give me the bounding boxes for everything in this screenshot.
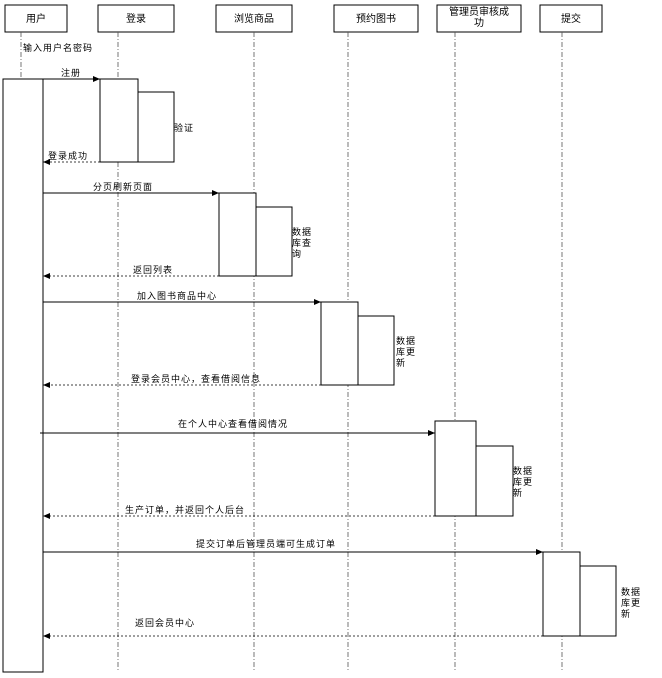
message-label-db-update-3: 数据 库更 新 [621,586,645,620]
participant-browse: 浏览商品 [215,4,293,33]
message-label-add-to-center: 加入图书商品中心 [137,290,217,302]
activation-reserve-self [357,315,395,386]
participant-admin: 管理员审核成功 [436,4,522,33]
message-label-db-update-2: 数据 库更 新 [513,465,537,499]
activation-login [99,78,139,163]
message-label-view-borrow-status: 在个人中心查看借阅情况 [178,418,288,430]
message-label-register: 注册 [61,67,81,79]
message-label-view-borrow-info: 登录会员中心，查看借阅信息 [131,373,261,385]
message-label-paginate-refresh: 分页刷新页面 [93,181,153,193]
message-label-db-update-1: 数据 库更 新 [396,335,420,369]
message-label-return-list: 返回列表 [133,264,173,276]
activation-login-self [137,91,175,163]
activation-submit [542,551,581,637]
message-label-generate-order: 生产订单，并返回个人后台 [125,504,245,516]
participant-label: 登录 [126,12,146,25]
participant-reserve: 预约图书 [333,4,419,33]
participant-user: 用户 [4,4,68,33]
participant-label: 浏览商品 [234,12,274,25]
message-label-return-member-center: 返回会员中心 [135,617,195,629]
activation-admin [434,420,477,517]
activation-browse-self [255,206,293,277]
participant-label: 用户 [26,12,46,25]
message-label-submit-order: 提交订单后管理员端可生成订单 [196,538,336,550]
message-label-db-query: 数据 库查 询 [292,226,316,260]
participant-label: 提交 [561,12,581,25]
activation-reserve [320,301,359,386]
participant-label: 预约图书 [356,12,396,25]
participant-submit: 提交 [539,4,603,33]
activation-browse [218,192,257,277]
activation-submit-self [579,565,617,637]
activation-admin-self [475,445,514,517]
participant-label: 管理员审核成功 [449,5,509,29]
message-label-verify: 验证 [174,122,194,134]
activation-user [2,78,44,673]
message-label-login-success: 登录成功 [48,150,88,162]
participant-login: 登录 [97,4,175,33]
message-label-input-credentials: 输入用户名密码 [23,42,93,54]
